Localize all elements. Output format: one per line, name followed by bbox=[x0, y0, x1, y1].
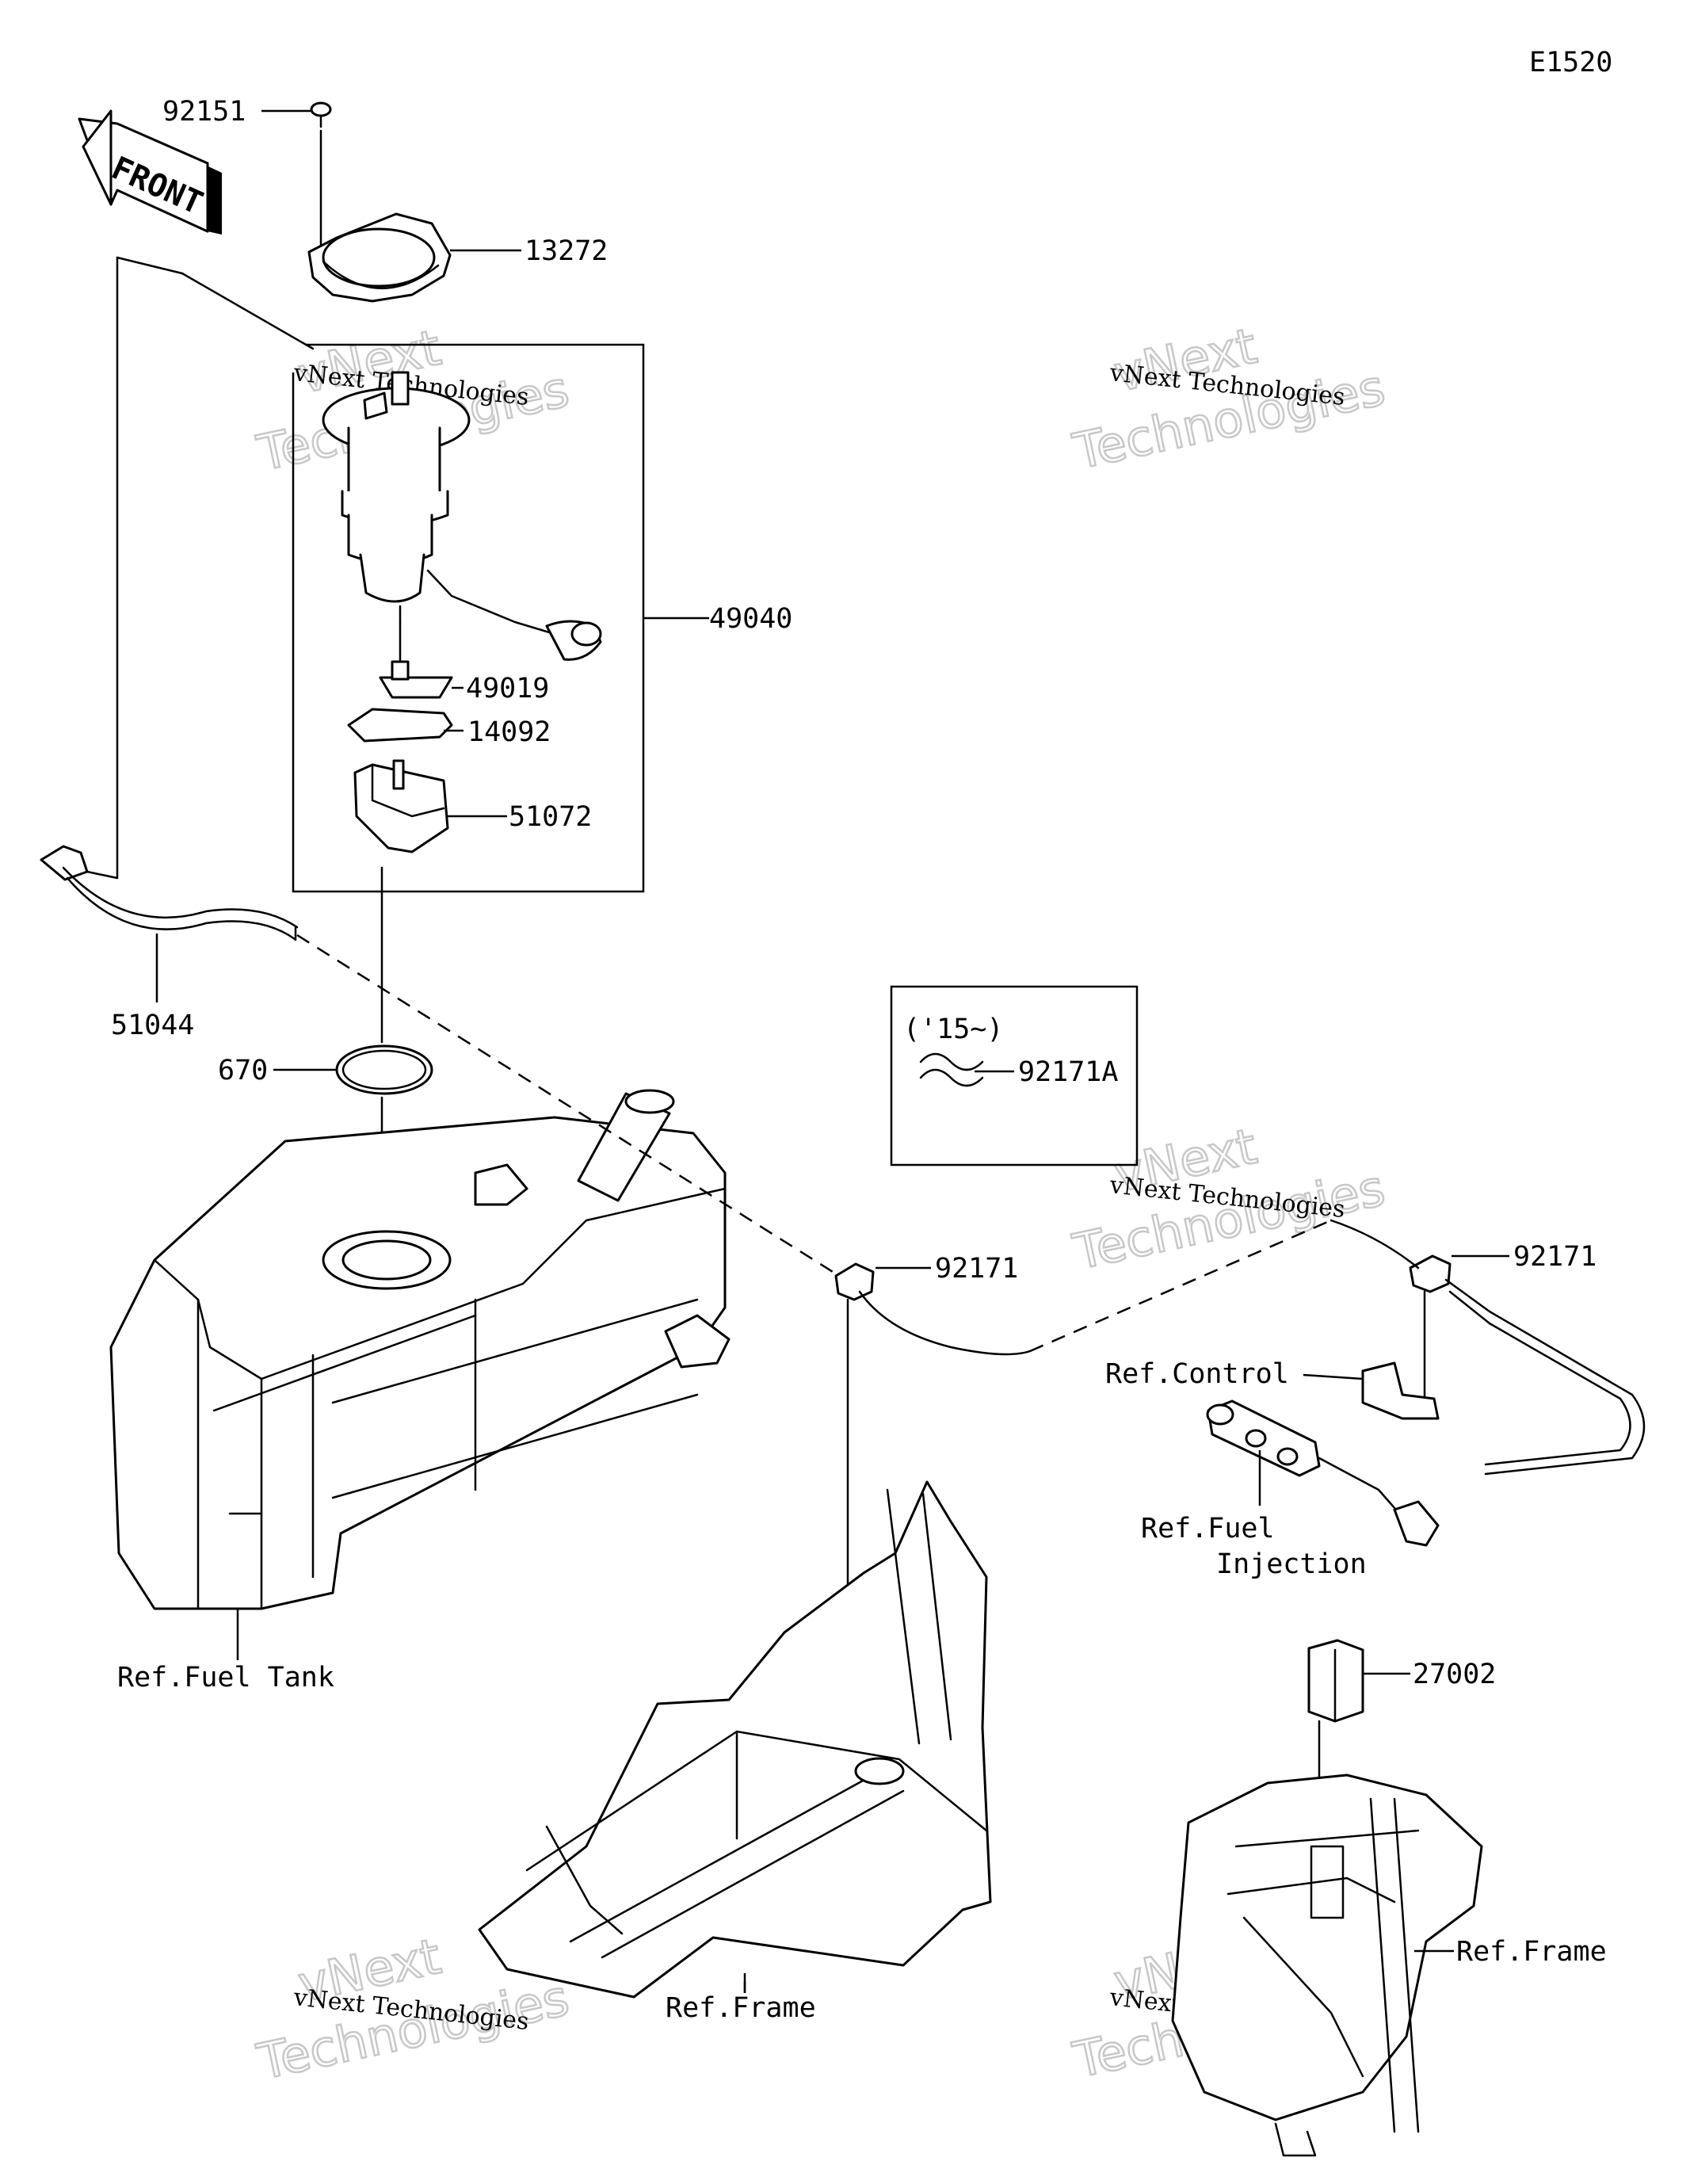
strainer-14092 bbox=[347, 708, 464, 743]
relay-27002 bbox=[1307, 1639, 1410, 1793]
ref-frame-center-label: Ref.Frame bbox=[666, 1992, 816, 2024]
plate-13272 bbox=[307, 212, 521, 303]
clamp-92171-right bbox=[1329, 1219, 1646, 1476]
part-label-27002: 27002 bbox=[1413, 1659, 1496, 1690]
diagram-code: E1520 bbox=[1529, 47, 1612, 78]
part-label-92171A: 92171A bbox=[1018, 1056, 1118, 1088]
ref-control-label: Ref.Control bbox=[1105, 1358, 1289, 1390]
part-label-92171-center: 92171 bbox=[935, 1253, 1018, 1285]
harness-51044 bbox=[40, 256, 315, 1002]
part-label-14092: 14092 bbox=[467, 716, 551, 748]
front-arrow: FRONT bbox=[78, 109, 222, 235]
ref-frame-right-label: Ref.Frame bbox=[1456, 1936, 1607, 1968]
part-label-13272: 13272 bbox=[525, 235, 608, 267]
filter-49019 bbox=[379, 620, 464, 699]
frame-right bbox=[1171, 1774, 1483, 2157]
o-ring-670 bbox=[273, 1044, 433, 1095]
cup-51072 bbox=[353, 759, 507, 853]
inset-92171A bbox=[890, 985, 1139, 1166]
screw-92151 bbox=[261, 101, 332, 255]
part-label-51044: 51044 bbox=[111, 1010, 194, 1041]
part-label-49019: 49019 bbox=[466, 673, 549, 704]
ref-fuel-label-line2: Injection bbox=[1216, 1548, 1367, 1580]
fuel-injection-rail bbox=[1206, 1399, 1440, 1547]
part-label-49040: 49040 bbox=[709, 603, 792, 635]
part-label-92151: 92151 bbox=[162, 96, 246, 128]
part-label-670: 670 bbox=[218, 1055, 268, 1086]
fuel-pump-49040 bbox=[322, 371, 602, 661]
ref-fuel-label-line1: Ref.Fuel bbox=[1141, 1513, 1275, 1544]
routing-lines bbox=[296, 934, 1332, 1353]
frame-center bbox=[478, 1480, 992, 1999]
watermark-mid-right: vNext Technologies vNext Technologies bbox=[1067, 1116, 1391, 1281]
watermark-top-right: vNext Technologies vNext Technologies bbox=[1067, 315, 1391, 481]
part-label-92171-right: 92171 bbox=[1513, 1241, 1597, 1273]
ref-fuel-tank-label: Ref.Fuel Tank bbox=[117, 1662, 334, 1693]
pump-assembly-bracket bbox=[292, 343, 709, 893]
inset-label: ('15~) bbox=[903, 1014, 1003, 1045]
fuel-tank bbox=[109, 1089, 731, 1660]
control-bracket bbox=[1303, 1361, 1440, 1420]
part-label-51072: 51072 bbox=[509, 801, 592, 833]
